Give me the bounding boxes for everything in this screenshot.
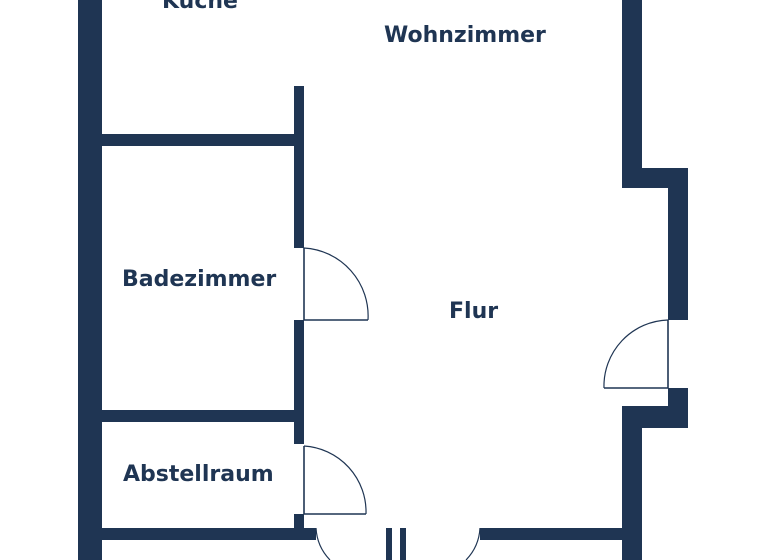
wall-bottom-left [78, 528, 316, 540]
outer-wall-right-upper [622, 0, 642, 188]
room-label-kueche: Küche [162, 0, 238, 14]
entrance-frame-right [400, 528, 406, 560]
outer-wall-left [78, 0, 102, 560]
entrance-frame-left [386, 528, 392, 560]
wall-bottom-right [480, 528, 642, 540]
room-label-wohnzimmer: Wohnzimmer [384, 23, 546, 48]
wall-vertical-lower [294, 514, 304, 534]
outer-wall-right-lower [622, 406, 642, 560]
wall-vertical-upper [294, 86, 304, 248]
wall-badezimmer-abstellraum [78, 410, 304, 422]
door-right [603, 319, 669, 389]
wall-kueche-badezimmer [78, 134, 304, 146]
door-abstellraum [303, 445, 367, 515]
wall-vertical-middle [294, 320, 304, 444]
room-label-flur: Flur [449, 299, 498, 324]
door-badezimmer [303, 247, 369, 321]
room-label-abstellraum: Abstellraum [123, 462, 274, 487]
outer-wall-right-bay [668, 168, 688, 320]
room-label-badezimmer: Badezimmer [122, 267, 276, 292]
entrance-door [315, 527, 481, 560]
